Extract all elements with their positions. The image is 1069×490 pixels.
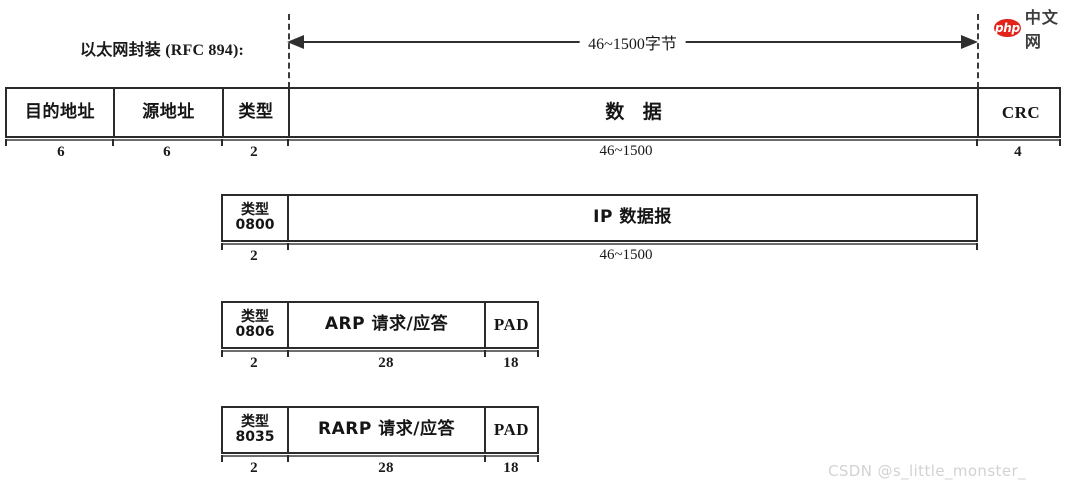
bytes-source-address: 6 <box>163 144 171 160</box>
field-type-8035: 类型 8035 <box>235 413 275 445</box>
bytes-type-0806: 2 <box>250 355 258 371</box>
field-type: 类型 <box>238 101 274 122</box>
row3-baseline <box>221 350 539 352</box>
ip-datagram-row: 类型 0800 IP 数据报 <box>221 194 978 242</box>
ethernet-frame-row: 目的地址 源地址 类型 数 据 CRC <box>5 87 1061 138</box>
field-divider <box>287 408 289 452</box>
field-pad-rarp: PAD <box>493 420 530 440</box>
row1-baseline <box>5 139 1061 141</box>
bytes-rarp-request-reply: 28 <box>378 460 394 476</box>
php-watermark-text: 中文网 <box>1024 8 1059 51</box>
bytes-type-0800: 2 <box>250 248 258 264</box>
tick-mark <box>112 139 114 146</box>
field-divider <box>287 303 289 347</box>
field-type-0800: 类型 0800 <box>235 201 275 233</box>
field-divider <box>288 89 290 136</box>
data-size-dimension: 46~1500字节 <box>287 30 978 54</box>
tick-mark <box>287 455 289 462</box>
row4-baseline <box>221 455 539 457</box>
php-logo-icon: php <box>994 19 1021 37</box>
tick-mark <box>5 139 7 146</box>
bytes-type-8035: 2 <box>250 460 258 476</box>
tick-mark <box>287 350 289 357</box>
field-ip-datagram: IP 数据报 <box>593 207 672 228</box>
range-ip-datagram: 46~1500 <box>599 247 653 263</box>
arp-row: 类型 0806 ARP 请求/应答 PAD <box>221 301 539 349</box>
guide-line-left <box>288 14 290 88</box>
field-divider <box>222 89 224 136</box>
field-divider <box>484 408 486 452</box>
dimension-label: 46~1500字节 <box>579 30 686 54</box>
field-rarp-request-reply: RARP 请求/应答 <box>318 419 455 440</box>
csdn-watermark: CSDN @s_little_monster_ <box>828 462 1026 480</box>
bytes-dest-address: 6 <box>57 144 65 160</box>
field-type-0806: 类型 0806 <box>235 308 275 340</box>
bytes-type: 2 <box>250 144 258 160</box>
tick-mark <box>976 243 978 250</box>
bytes-pad-rarp: 18 <box>503 460 519 476</box>
field-crc: CRC <box>1001 102 1041 122</box>
field-pad-arp: PAD <box>493 315 530 335</box>
tick-mark <box>221 139 223 146</box>
tick-mark <box>287 243 289 250</box>
tick-mark <box>537 350 539 357</box>
arrow-left-icon <box>287 35 304 49</box>
field-divider <box>113 89 115 136</box>
page-title: 以太网封装 (RFC 894): <box>80 42 245 59</box>
bytes-crc: 4 <box>1014 144 1022 160</box>
field-divider <box>287 196 289 240</box>
row2-baseline <box>221 243 978 245</box>
tick-mark <box>537 455 539 462</box>
guide-line-right <box>977 14 979 88</box>
field-divider <box>977 89 979 136</box>
arrow-right-icon <box>961 35 978 49</box>
field-source-address: 源地址 <box>142 101 195 122</box>
field-arp-request-reply: ARP 请求/应答 <box>324 314 449 335</box>
field-divider <box>484 303 486 347</box>
range-data: 46~1500 <box>599 143 653 159</box>
field-data: 数 据 <box>605 100 668 123</box>
php-watermark: php 中文网 <box>994 4 1069 52</box>
tick-mark <box>287 139 289 146</box>
rarp-row: 类型 8035 RARP 请求/应答 PAD <box>221 406 539 454</box>
tick-mark <box>976 139 978 146</box>
bytes-pad-arp: 18 <box>503 355 519 371</box>
tick-mark <box>1059 139 1061 146</box>
tick-mark <box>221 350 223 357</box>
tick-mark <box>484 350 486 357</box>
tick-mark <box>221 243 223 250</box>
bytes-arp-request-reply: 28 <box>378 355 394 371</box>
field-dest-address: 目的地址 <box>25 101 95 122</box>
tick-mark <box>221 455 223 462</box>
tick-mark <box>484 455 486 462</box>
